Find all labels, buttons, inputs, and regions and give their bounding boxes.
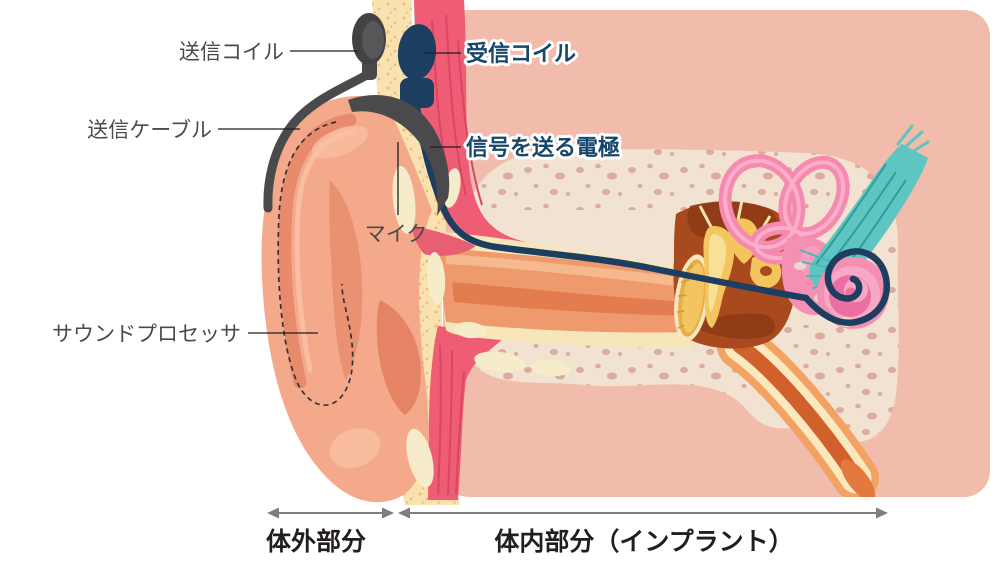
internal-arrow: [398, 507, 888, 519]
transmitter-coil: [352, 13, 386, 80]
outer-ear: [261, 95, 432, 503]
tragus-muscle: [412, 226, 476, 256]
electrode-cable: [413, 103, 890, 327]
sound-processor-outline: [277, 121, 354, 406]
receiver-coil: [397, 24, 437, 108]
electrode-spiral: [802, 248, 890, 327]
eustachian-tube: [717, 323, 879, 497]
semicircular-canals: [718, 154, 850, 265]
transmitter-coil-label: 送信コイル: [179, 41, 284, 64]
internal-part-label: 体内部分（インプラント）: [494, 527, 793, 556]
external-part-label: 体外部分: [266, 527, 366, 556]
transmitter-cable: [263, 67, 377, 213]
electrode-label: 信号を送る電極: [466, 135, 620, 160]
microphone-label: マイク: [365, 223, 428, 246]
external-arrow: [267, 507, 394, 519]
ear-canal: [440, 232, 694, 348]
transmitter-cable-label: 送信ケーブル: [87, 119, 212, 142]
sound-processor-label: サウンドプロセッサ: [52, 323, 241, 346]
leader-lines: [218, 50, 461, 334]
receiver-coil-label: 受信コイル: [466, 41, 576, 66]
bte-hook-mic: [348, 95, 450, 216]
muscle-lower: [428, 326, 504, 500]
